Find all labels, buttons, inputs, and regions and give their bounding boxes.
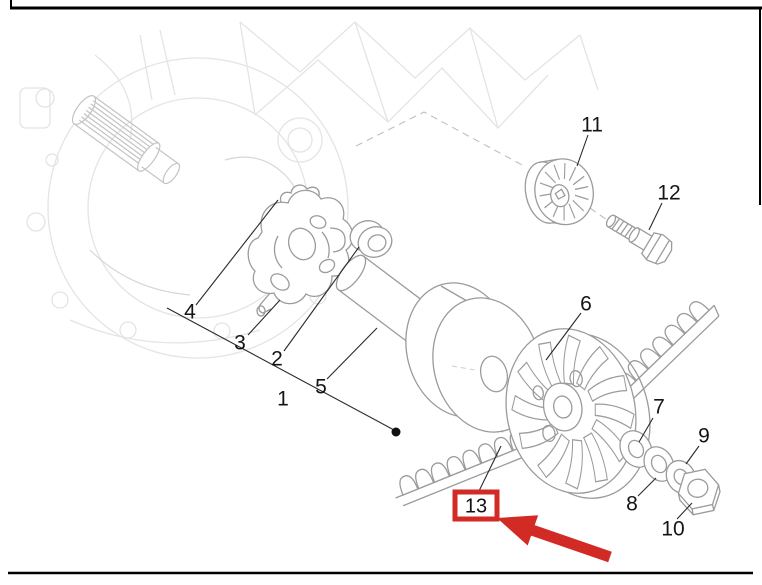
engine-casing-drawing [19,21,599,359]
leader-line-3 [247,299,281,336]
fan-pulley-drawing [505,328,651,499]
nut-drawing [677,468,721,516]
part-label-11: 11 [581,114,603,137]
frame-border [8,0,762,575]
variator-plate-drawing [247,189,354,317]
part-label-10: 10 [661,518,684,541]
leader-line-10 [676,502,693,520]
part-label-6: 6 [580,293,592,316]
part-label-7: 7 [653,396,665,419]
leader-line-1 [166,307,395,431]
highlight-arrow-head [497,515,539,546]
leader-line-6 [545,312,582,361]
part-label-2: 2 [271,348,283,371]
leader-line-9 [685,445,700,465]
part-label-3: 3 [234,332,246,355]
leader-line-4 [195,199,279,306]
part-label-4: 4 [184,301,196,324]
crankshaft-drawing [71,95,181,185]
assembly-axis-dashed-line [355,111,525,167]
part-label-5: 5 [315,376,327,399]
leader-line-8 [637,477,657,497]
bolt-drawing [605,214,673,265]
highlight-box [452,489,500,522]
leader-line-11 [576,134,589,167]
part-label-9: 9 [698,425,710,448]
leader-line-7 [638,417,654,443]
roller-spacer-drawing [524,158,594,226]
part-label-1: 1 [277,388,289,411]
leader-dot-1 [391,427,401,437]
leader-line-5 [326,327,378,380]
highlight-leader-line [478,445,502,492]
leader-line-2 [283,246,360,352]
bushing-drawing [349,220,393,258]
leader-line-12 [648,202,663,231]
part-label-12: 12 [657,182,680,205]
highlighted-part-label: 13 [465,496,487,518]
part-label-8: 8 [626,493,638,516]
highlight-arrow-shaft [529,524,612,563]
assembly-axis-dashed-line-2 [589,207,611,223]
belt-left-drawing [395,428,534,507]
